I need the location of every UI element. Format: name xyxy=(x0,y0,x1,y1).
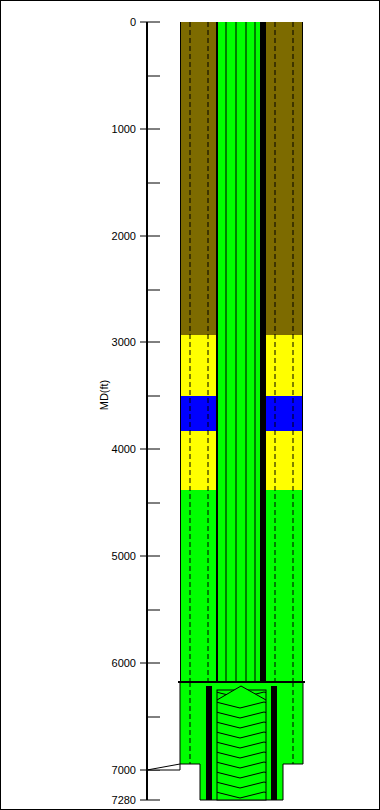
depth-tick-label: 1000 xyxy=(112,123,136,135)
depth-tick-label: 4000 xyxy=(112,443,136,455)
liner-section xyxy=(178,682,305,800)
axis-title: MD(ft) xyxy=(98,380,110,411)
depth-tick-label: 0 xyxy=(130,16,136,28)
depth-axis xyxy=(140,22,180,800)
depth-tick-label: 7280 xyxy=(112,794,136,806)
depth-tick-label: 6000 xyxy=(112,657,136,669)
depth-tick-label: 7000 xyxy=(112,764,136,776)
casing-lines xyxy=(181,22,303,764)
formation-bands xyxy=(180,22,303,682)
depth-tick-label: 5000 xyxy=(112,550,136,562)
depth-tick-label: 2000 xyxy=(112,230,136,242)
depth-tick-label: 3000 xyxy=(112,336,136,348)
tubing-string xyxy=(217,22,266,682)
